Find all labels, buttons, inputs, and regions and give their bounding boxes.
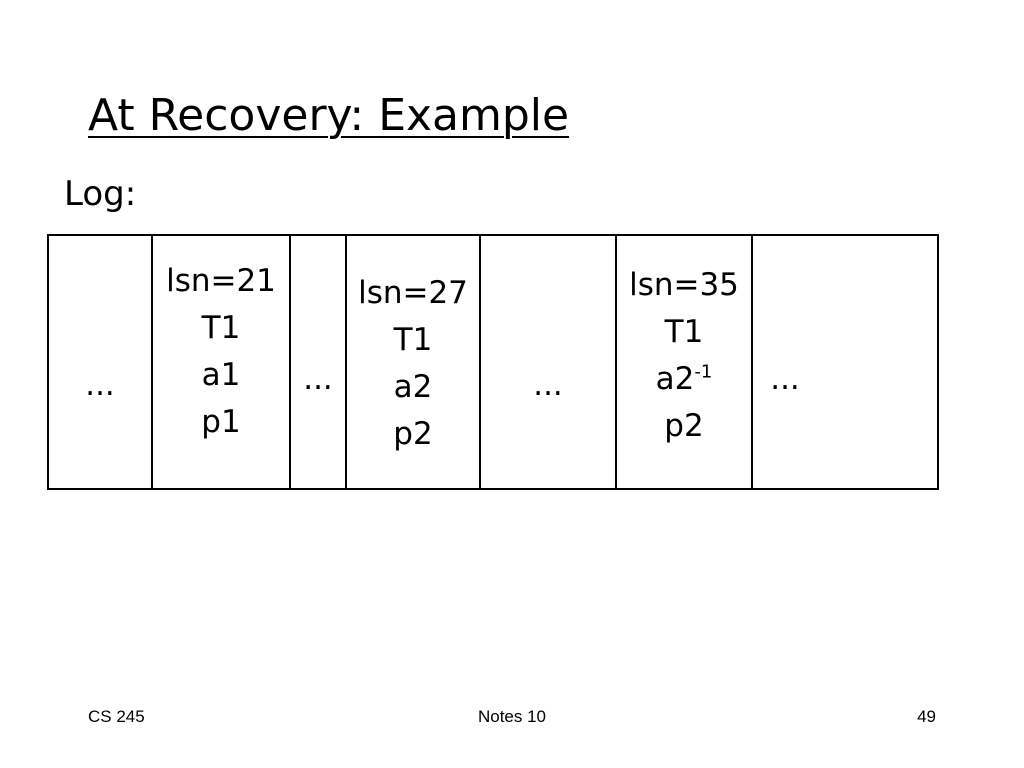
log-record-action: a2: [393, 369, 433, 405]
log-cell-ellipsis: ...: [753, 356, 817, 403]
log-record-lsn35: lsn=35 T1 a2-1 p2: [617, 262, 751, 450]
log-divider: [345, 236, 347, 488]
log-record-action: a1: [201, 357, 241, 393]
log-cell-line: ...: [303, 361, 333, 397]
log-record-lsn: lsn=27: [358, 275, 468, 311]
log-cell-ellipsis: ...: [291, 356, 345, 403]
log-divider: [289, 236, 291, 488]
footer-notes: Notes 10: [477, 707, 547, 726]
slide-title: At Recovery: Example: [88, 90, 570, 141]
log-record-lsn: lsn=35: [629, 267, 739, 303]
log-record-lsn27: lsn=27 T1 a2 p2: [347, 270, 479, 458]
log-record-lsn: lsn=21: [166, 263, 276, 299]
log-record-lsn21: lsn=21 T1 a1 p1: [153, 258, 289, 446]
footer-course: CS 245: [88, 707, 145, 726]
log-divider: [615, 236, 617, 488]
log-record-action-base: a2: [655, 361, 695, 397]
log-record-action-inverse-superscript: -1: [694, 361, 713, 383]
log-divider: [151, 236, 153, 488]
log-table: ... lsn=21 T1 a1 p1 ... lsn=27 T1 a2 p2 …: [47, 234, 939, 490]
footer-page-number: 49: [917, 707, 936, 726]
log-cell-line: ...: [85, 367, 115, 403]
log-cell-ellipsis: ...: [481, 362, 615, 409]
log-divider: [479, 236, 481, 488]
log-divider: [751, 236, 753, 488]
log-record-transaction: T1: [201, 310, 241, 346]
log-record-page: p1: [201, 404, 241, 440]
log-record-action: a2-1: [617, 356, 751, 403]
log-cell-line: ...: [533, 367, 563, 403]
log-cell-line: ...: [770, 361, 800, 397]
log-label: Log:: [64, 174, 137, 214]
log-record-transaction: T1: [664, 314, 704, 350]
log-record-page: p2: [393, 416, 433, 452]
log-record-transaction: T1: [393, 322, 433, 358]
log-cell-ellipsis: ...: [49, 362, 151, 409]
log-record-page: p2: [664, 408, 704, 444]
